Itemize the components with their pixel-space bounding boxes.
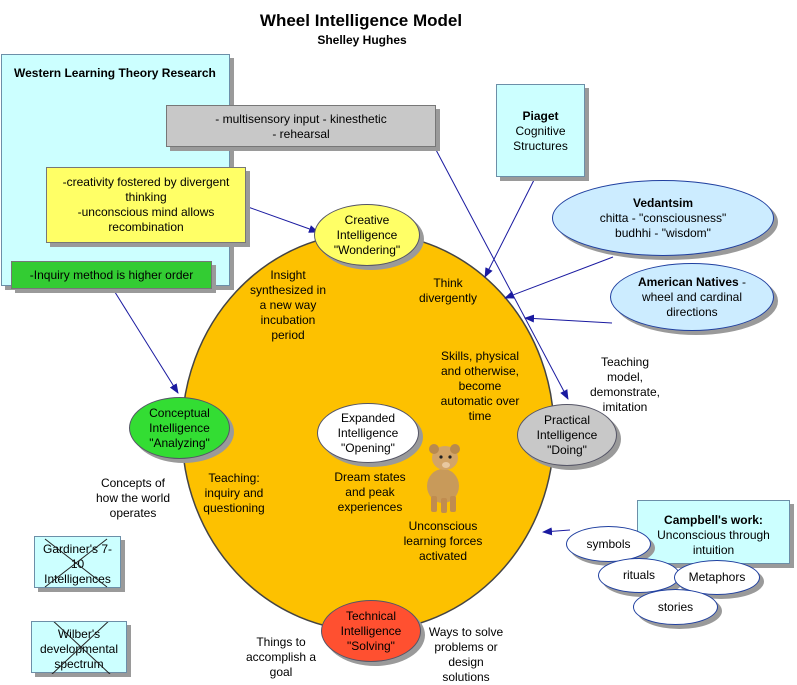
campbell-line-1: Unconscious through (657, 528, 770, 542)
piaget-line-2: Structures (513, 139, 568, 153)
creativity-box: -creativity fostered by divergent thinki… (46, 167, 246, 243)
creative-line-3: "Wondering" (333, 242, 401, 257)
diagram-author: Shelley Hughes (317, 33, 407, 47)
wilber-line-1: Wilber's (57, 627, 101, 641)
conceptual-intelligence-node: Conceptual Intelligence "Analyzing" (129, 397, 230, 459)
conceptual-line-1: Conceptual (149, 405, 210, 420)
stories-label: stories (657, 599, 694, 614)
symbols-label: symbols (586, 536, 631, 551)
lion-cub-image (427, 444, 460, 513)
arrow-vedantsim-to-wheel (504, 256, 614, 299)
western-learning-label: Western Learning Theory Research (14, 66, 216, 80)
conceptual-line-3: "Analyzing" (149, 435, 210, 450)
gardiner-cross-icon (44, 538, 108, 588)
inquiry-label: -Inquiry method is higher order (29, 268, 194, 282)
arrow-piaget-to-wheel (484, 177, 536, 278)
practical-intelligence-node: Practical Intelligence "Doing" (517, 404, 617, 466)
creativity-line-4: recombination (108, 220, 184, 234)
wilber-cross-icon (51, 622, 111, 674)
american-natives-oval: American Natives - wheel and cardinal di… (610, 263, 774, 331)
multisensory-box: - multisensory input - kinesthetic - reh… (166, 105, 436, 147)
rituals-label: rituals (622, 568, 655, 582)
conceptual-line-2: Intelligence (149, 420, 210, 435)
creative-line-1: Creative (344, 212, 390, 227)
vedantsim-line-1: chitta - "consciousness" (599, 210, 727, 225)
technical-line-1: Technical (345, 608, 397, 623)
piaget-line-1: Cognitive (515, 124, 566, 138)
vedantsim-title: Vedantsim (632, 195, 694, 210)
technical-line-3: "Solving" (347, 638, 395, 653)
arrow-inquiry-to-conceptual (112, 288, 179, 394)
stories-oval: stories (633, 589, 718, 625)
inquiry-box: -Inquiry method is higher order (11, 261, 212, 289)
multisensory-line-1: - multisensory input - kinesthetic (215, 112, 387, 126)
gardiner-box: Gardiner's 7- 10 Intelligences (34, 536, 121, 588)
diagram-title: Wheel Intelligence Model (259, 11, 463, 30)
symbols-oval: symbols (566, 526, 651, 562)
american-line-1: wheel and cardinal (641, 289, 743, 304)
expanded-line-1: Expanded (340, 410, 396, 425)
arrow-campbell-to-wheel (542, 527, 571, 536)
rituals-oval: rituals (598, 558, 680, 593)
expanded-line-3: "Opening" (341, 440, 395, 455)
arrow-creativity-to-creative (247, 206, 319, 233)
american-suffix: - (738, 274, 747, 289)
creativity-line-1: -creativity fostered by divergent (62, 175, 230, 189)
technical-intelligence-node: Technical Intelligence "Solving" (321, 600, 421, 662)
arrow-multisensory-to-practical (434, 147, 569, 400)
piaget-title: Piaget (522, 109, 559, 123)
vedantsim-oval: Vedantsim chitta - "consciousness" budhh… (552, 180, 774, 256)
american-line-2: directions (666, 304, 718, 319)
piaget-box: Piaget Cognitive Structures (496, 84, 585, 177)
arrow-american-to-wheel (524, 314, 613, 324)
vedantsim-line-2: budhhi - "wisdom" (615, 225, 711, 240)
gardiner-line-3: Intelligences (44, 572, 111, 586)
gardiner-line-1: Gardiner's 7- (43, 542, 112, 556)
campbell-box: Campbell's work: Unconscious through int… (637, 500, 790, 564)
creativity-line-3: -unconscious mind allows (77, 205, 215, 219)
creativity-line-2: thinking (125, 190, 167, 204)
expanded-intelligence-node: Expanded Intelligence "Opening" (317, 403, 419, 463)
practical-line-3: "Doing" (547, 442, 587, 457)
wilber-box: Wilber's developmental spectrum (31, 621, 127, 674)
campbell-line-2: intuition (692, 543, 735, 557)
creative-line-2: Intelligence (336, 227, 398, 242)
creative-intelligence-node: Creative Intelligence "Wondering" (314, 204, 420, 266)
technical-line-2: Intelligence (340, 623, 402, 638)
campbell-title: Campbell's work: (664, 513, 763, 527)
practical-line-1: Practical (543, 412, 590, 427)
multisensory-line-2: - rehearsal (272, 127, 330, 141)
american-title: American Natives (637, 274, 739, 289)
expanded-line-2: Intelligence (337, 425, 399, 440)
metaphors-label: Metaphors (688, 570, 746, 584)
practical-line-2: Intelligence (536, 427, 598, 442)
